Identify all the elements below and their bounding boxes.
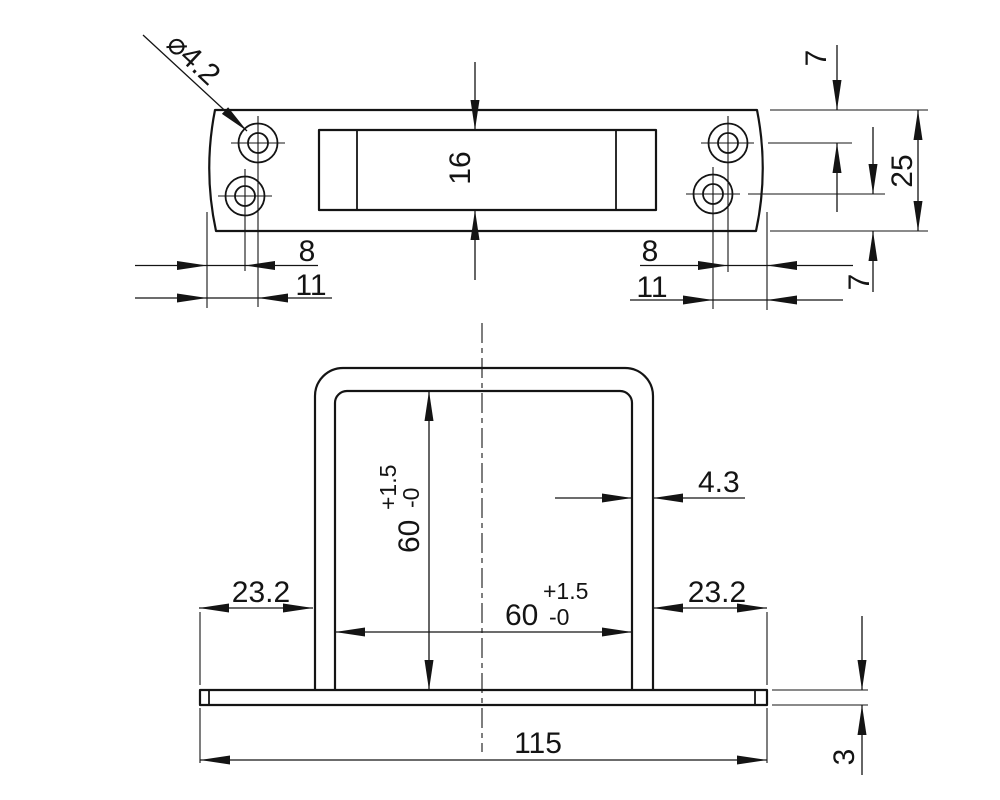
base-thickness-label: 3: [828, 749, 861, 766]
top-view: ⌀4.2 16 8 11 8: [135, 27, 928, 310]
left-upper-inset-label: 11: [295, 269, 326, 302]
loop-inner-outline: [333, 389, 634, 690]
dim-base-thickness: 3: [772, 616, 868, 775]
leader-arrowhead: [221, 107, 247, 131]
inner-height-tol-lower: -0: [398, 488, 424, 508]
dim-hole-diameter: ⌀4.2: [142, 27, 248, 132]
slot-outline: [317, 128, 658, 212]
hole-centerlines: [218, 116, 754, 309]
inner-height-tol-upper: +1.5: [375, 465, 401, 510]
slot-width-label: 16: [444, 151, 477, 184]
left-lower-inset-label: 8: [299, 235, 316, 268]
left-offset-label: 23.2: [232, 576, 290, 609]
dim-right-insets: 8 11: [630, 212, 853, 310]
inner-height-label: 60: [393, 520, 426, 553]
base-plate-outline: [198, 688, 769, 707]
dim-left-offset: 23.2: [199, 576, 313, 685]
dim-wall-thickness: 4.3: [555, 466, 745, 503]
dim-left-insets: 8 11: [135, 212, 332, 308]
dim-right-offset: 23.2: [653, 576, 768, 685]
overall-length-label: 115: [514, 727, 562, 760]
inner-width-tol-upper: +1.5: [543, 578, 588, 604]
loop-outer-outline: [313, 366, 655, 690]
bottom-edge-to-hole-label: 7: [843, 274, 876, 291]
plate-outline: [208, 108, 764, 233]
inner-width-tol-lower: -0: [549, 604, 569, 630]
top-edge-to-hole-label: 7: [800, 50, 833, 67]
right-upper-inset-label: 8: [642, 235, 659, 268]
plate-width-label: 25: [886, 154, 919, 187]
right-lower-inset-label: 11: [636, 271, 667, 304]
front-view: 60 +1.5 -0 4.3 23.2 60 +1.5 -0: [198, 323, 868, 775]
dim-inner-width: 60 +1.5 -0: [335, 578, 632, 637]
dim-right-heights: 7 25 7: [748, 45, 928, 292]
inner-width-label: 60: [505, 599, 538, 632]
dim-overall-length: 115: [199, 708, 768, 765]
dim-slot-16: 16: [444, 62, 480, 280]
wall-thickness-label: 4.3: [698, 466, 740, 499]
dim-inner-height: 60 +1.5 -0: [375, 391, 434, 690]
right-offset-label: 23.2: [688, 576, 746, 609]
